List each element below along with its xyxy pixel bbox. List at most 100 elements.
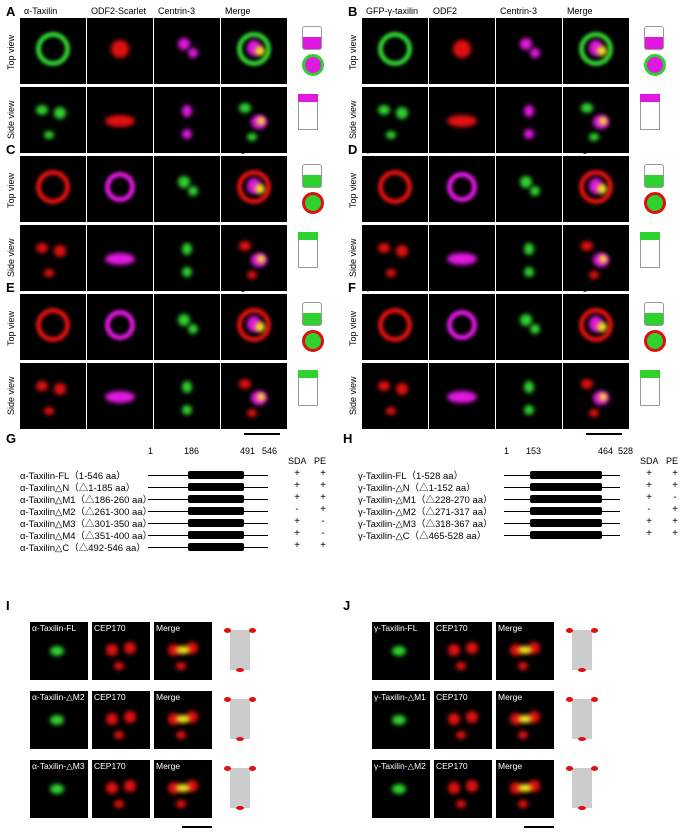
fluorescent-spot — [378, 32, 412, 66]
fluorescent-spot — [188, 324, 198, 334]
centriole-cartoon — [302, 302, 322, 326]
micrograph-tile: Merge — [496, 622, 554, 680]
appendage-dot — [591, 697, 598, 702]
SDA-result: + — [646, 492, 652, 503]
fluorescent-spot — [448, 782, 460, 794]
fluorescent-spot — [247, 409, 257, 417]
appendage-cartoon — [640, 370, 660, 378]
scale-bar — [524, 826, 554, 828]
SDA-result: - — [647, 504, 651, 515]
micrograph-tile — [87, 87, 153, 153]
channel-label: Ninein — [433, 144, 459, 154]
fluorescent-spot — [105, 253, 135, 265]
SDA-result: - — [295, 504, 299, 515]
SDA-result: + — [294, 516, 300, 527]
micrograph-tile — [496, 363, 562, 429]
fluorescent-spot — [36, 243, 48, 253]
appendage-cartoon — [298, 232, 318, 240]
micrograph-tile: CEP170 — [434, 760, 492, 818]
appendage-dot — [249, 697, 256, 702]
channel-label: α-Taxilin — [24, 144, 58, 154]
tile-label: γ-Taxilin-△M1 — [374, 692, 426, 702]
channel-label: Merge — [225, 6, 251, 16]
appendage-dot — [591, 628, 598, 633]
appendage-dot — [236, 668, 244, 672]
fluorescent-spot — [44, 269, 54, 277]
PE-result: - — [321, 516, 325, 527]
micrograph-tile — [20, 225, 86, 291]
panel-label-D: D — [348, 142, 358, 157]
fluorescent-spot — [453, 40, 471, 58]
micrograph-tile: CEP170 — [92, 622, 150, 680]
appendage-cartoon — [298, 370, 318, 378]
fluorescent-spot — [188, 186, 198, 196]
fluorescent-spot — [105, 310, 135, 340]
fluorescent-spot — [36, 308, 70, 342]
tile-label: α-Taxilin-△M3 — [32, 761, 85, 771]
centriole-cartoon — [302, 164, 322, 188]
micrograph-tile — [429, 294, 495, 360]
PE-result: + — [672, 504, 678, 515]
centriole-top-cartoon — [644, 54, 666, 76]
fluorescent-spot — [378, 381, 390, 391]
view-label: Side view — [348, 100, 358, 139]
fluorescent-spot — [239, 379, 251, 389]
construct-label: γ-Taxilin-△N（△1-152 aa） — [358, 483, 476, 494]
fluorescent-spot — [466, 711, 478, 723]
appendage-dot — [224, 697, 231, 702]
appendage-dot — [566, 628, 573, 633]
fluorescent-spot — [581, 103, 593, 113]
channel-label: Merge — [567, 282, 593, 292]
appendage-dot — [578, 668, 586, 672]
centriole-cartoon — [230, 768, 250, 808]
fluorescent-spot — [447, 253, 477, 265]
micrograph-tile: γ-Taxilin-△M2 — [372, 760, 430, 818]
fluorescent-spot — [386, 269, 396, 277]
micrograph-tile — [429, 363, 495, 429]
fluorescent-spot — [36, 105, 48, 115]
construct-label: α-Taxilin△M2（△261-300 aa） — [20, 507, 153, 518]
fluorescent-spot — [176, 731, 186, 739]
micrograph-tile — [429, 225, 495, 291]
appendage-dot — [591, 766, 598, 771]
channel-label: Centrin-3 — [500, 6, 538, 16]
construct-label: α-Taxilin△M1（△186-260 aa） — [20, 495, 153, 506]
channel-label: Ninein — [91, 144, 117, 154]
channel-label: Centrin-3-GFP — [158, 282, 217, 292]
construct-label: γ-Taxilin-△C（△465-528 aa） — [358, 531, 487, 542]
centriole-top-cartoon — [302, 54, 324, 76]
residue-tick: 186 — [184, 446, 200, 456]
fluorescent-spot — [124, 711, 136, 723]
scale-bar — [586, 433, 622, 435]
residue-tick: 153 — [526, 446, 542, 456]
view-label: Side view — [6, 376, 16, 415]
appendage-dot — [249, 766, 256, 771]
channel-label: CEP170 — [91, 282, 125, 292]
fluorescent-spot — [518, 800, 528, 808]
fluorescent-spot — [182, 405, 192, 415]
panel-label-A: A — [6, 4, 16, 19]
panel-label-H: H — [343, 431, 353, 446]
construct-label: α-Taxilin△N（△1-185 aa） — [20, 483, 136, 494]
tile-label: CEP170 — [94, 623, 126, 633]
fluorescent-spot — [524, 405, 534, 415]
fluorescent-spot — [239, 103, 251, 113]
appendage-dot — [249, 628, 256, 633]
micrograph-tile — [87, 294, 153, 360]
micrograph-tile: Merge — [496, 691, 554, 749]
fluorescent-spot — [396, 245, 408, 257]
micrograph-tile — [563, 18, 629, 84]
coiled-coil-domain — [530, 483, 602, 491]
centriole-top-cartoon — [302, 192, 324, 214]
fluorescent-spot — [447, 310, 477, 340]
coiled-coil-domain — [188, 471, 244, 479]
fluorescent-spot — [114, 800, 124, 808]
appendage-dot — [224, 628, 231, 633]
micrograph-tile — [362, 87, 428, 153]
fluorescent-spot — [178, 176, 190, 188]
channel-label: Merge — [567, 6, 593, 16]
fluorescent-spot — [378, 243, 390, 253]
PE-result: + — [320, 492, 326, 503]
tile-label: α-Taxilin-△M2 — [32, 692, 85, 702]
appendage-dot — [224, 766, 231, 771]
